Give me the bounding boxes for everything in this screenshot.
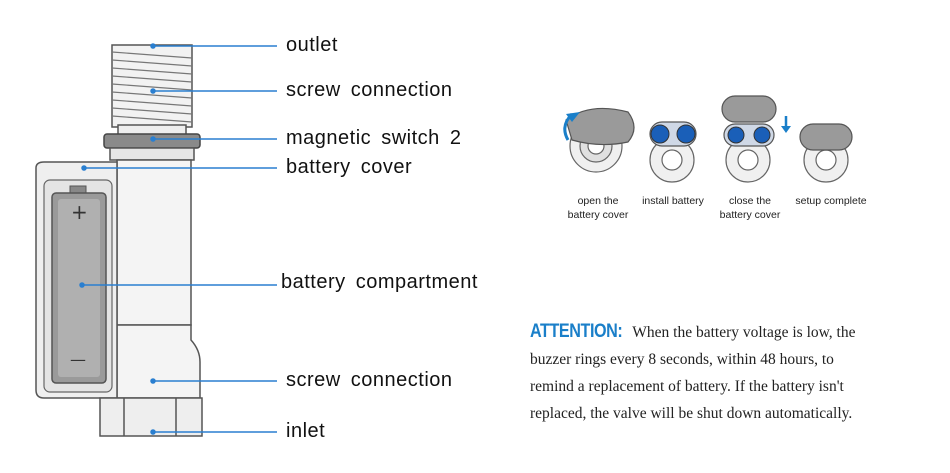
label-battery-cover: battery cover	[286, 156, 413, 178]
threaded-outlet	[111, 44, 193, 128]
attention-line-4: replaced, the valve will be shut down au…	[530, 405, 853, 422]
step-caption-line: setup complete	[795, 195, 867, 207]
attention-line-1: ATTENTION: When the battery voltage is l…	[530, 318, 930, 346]
label-screw-connection-top: screw connection	[286, 79, 453, 101]
inlet-nut	[99, 397, 203, 437]
battery-plus-symbol: +	[71, 200, 88, 224]
label-inlet: inlet	[286, 420, 326, 442]
step-caption-close: close the battery cover	[710, 194, 790, 222]
step-caption-line: close the	[728, 195, 772, 207]
step-caption-open: open the battery cover	[558, 194, 638, 222]
label-outlet: outlet	[286, 34, 338, 56]
attention-heading: ATTENTION:	[530, 321, 623, 342]
attention-notice: ATTENTION: When the battery voltage is l…	[530, 318, 930, 427]
lower-body	[116, 324, 201, 399]
step-caption-line: install battery	[642, 195, 704, 207]
step-caption-line: battery cover	[567, 209, 629, 221]
ring-lower	[109, 147, 195, 161]
leader-lines	[79, 43, 277, 435]
main-body	[116, 159, 192, 326]
attention-line-3: remind a replacement of battery. If the …	[530, 378, 844, 395]
step-caption-line: battery cover	[719, 209, 781, 221]
step-illustration-close	[721, 95, 791, 183]
step-caption-complete: setup complete	[786, 194, 876, 208]
battery-minus-symbol: —	[70, 350, 86, 369]
step-illustration-open	[563, 107, 635, 173]
label-screw-connection-bottom: screw connection	[286, 369, 453, 391]
step-caption-line: open the	[577, 195, 619, 207]
label-magnetic-switch: magnetic switch 2	[286, 127, 462, 149]
label-battery-compartment: battery compartment	[281, 271, 478, 293]
battery-highlight	[58, 199, 100, 377]
step-illustration-complete	[799, 123, 853, 183]
attention-line-2: buzzer rings every 8 seconds, within 48 …	[530, 351, 834, 368]
step-caption-install: install battery	[630, 194, 716, 208]
step-illustration-install	[649, 121, 697, 183]
attention-text-1: When the battery voltage is low, the	[632, 324, 856, 341]
